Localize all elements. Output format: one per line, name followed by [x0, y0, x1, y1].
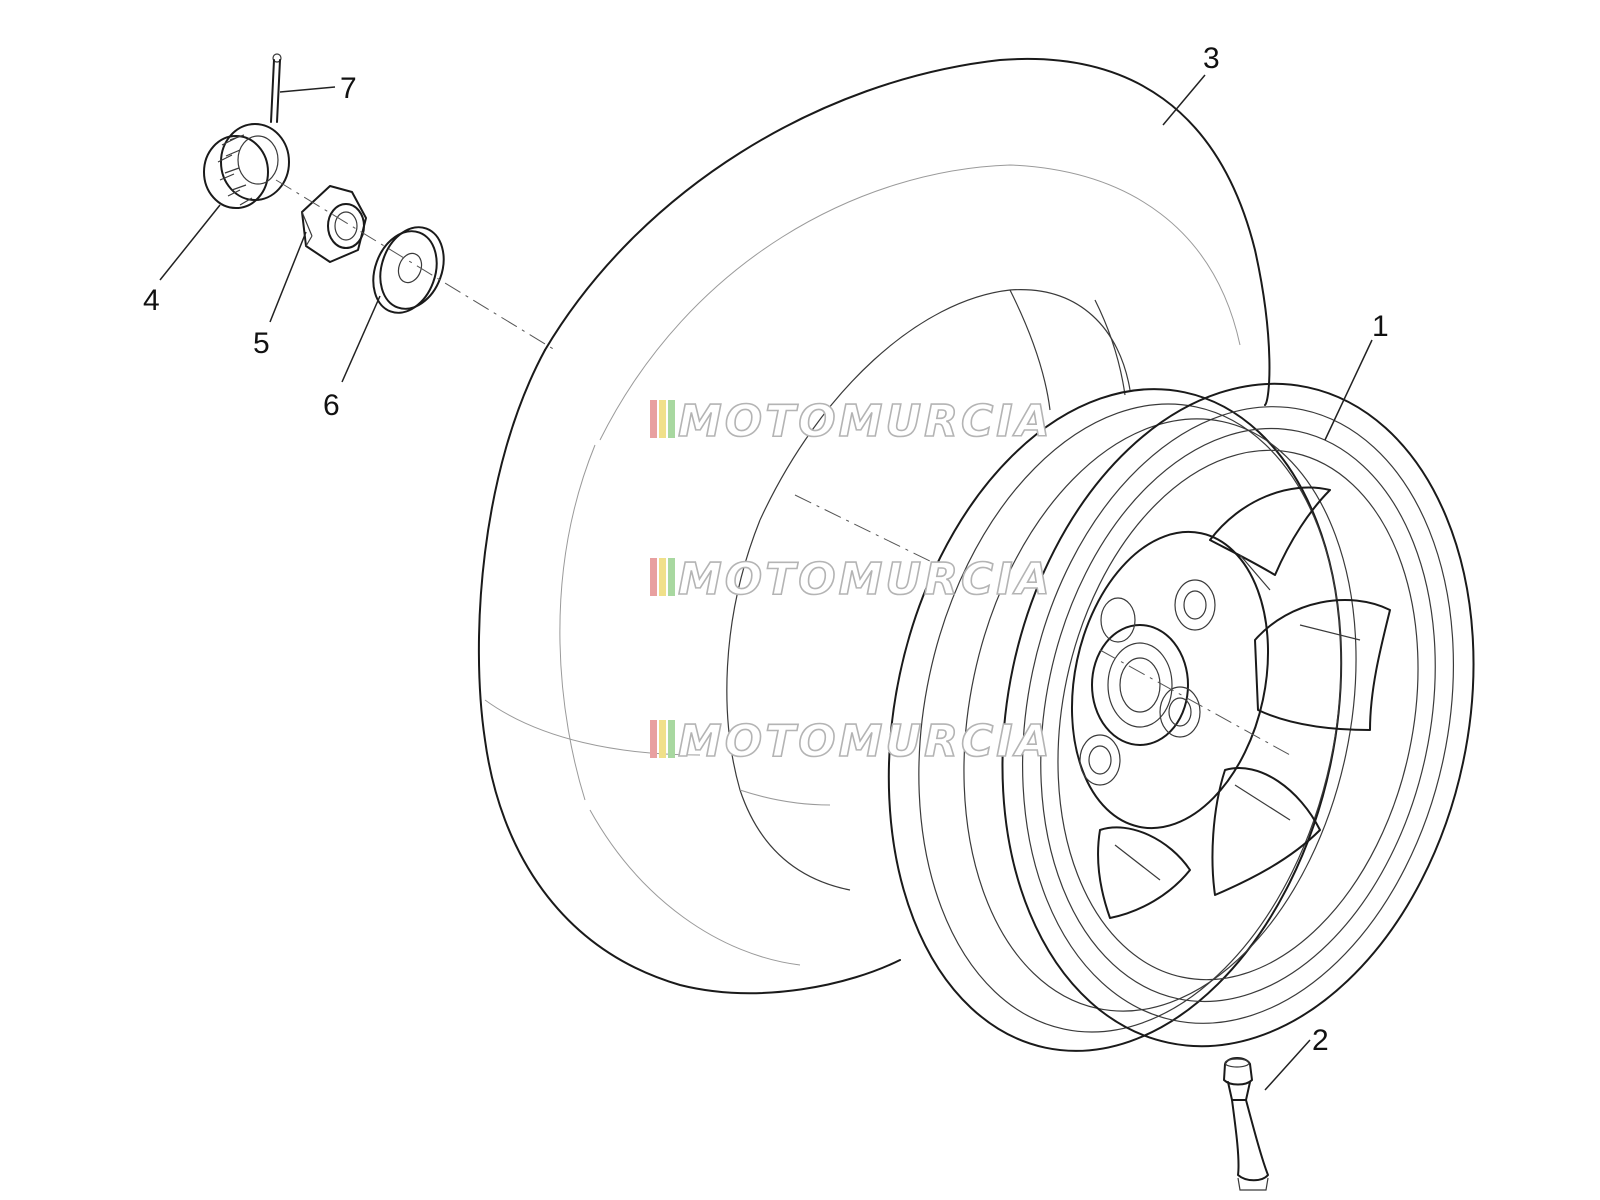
washer — [372, 226, 445, 314]
callout-6: 6 — [323, 389, 340, 422]
callout-7: 7 — [340, 72, 357, 105]
tire — [477, 58, 1271, 995]
watermark-text: MOTOMURCIA — [678, 554, 1053, 605]
watermark-top: MOTOMURCIA — [650, 395, 1053, 448]
callout-1: 1 — [1372, 310, 1389, 343]
bearing — [203, 123, 290, 209]
hex-nut — [301, 185, 367, 263]
callout-2: 2 — [1312, 1024, 1329, 1057]
valve-stem — [1223, 1057, 1269, 1191]
watermark-middle: MOTOMURCIA — [650, 553, 1053, 606]
split-pin — [270, 53, 282, 123]
callout-3: 3 — [1203, 42, 1220, 75]
callout-4: 4 — [143, 284, 160, 317]
watermark-text: MOTOMURCIA — [678, 716, 1053, 767]
wheel-rim — [887, 382, 1475, 1052]
leader-lines — [159, 74, 1373, 1091]
watermark-text: MOTOMURCIA — [678, 396, 1053, 447]
callout-5: 5 — [253, 327, 270, 360]
watermark-bottom: MOTOMURCIA — [650, 715, 1053, 768]
axle-center-line — [275, 179, 1291, 756]
